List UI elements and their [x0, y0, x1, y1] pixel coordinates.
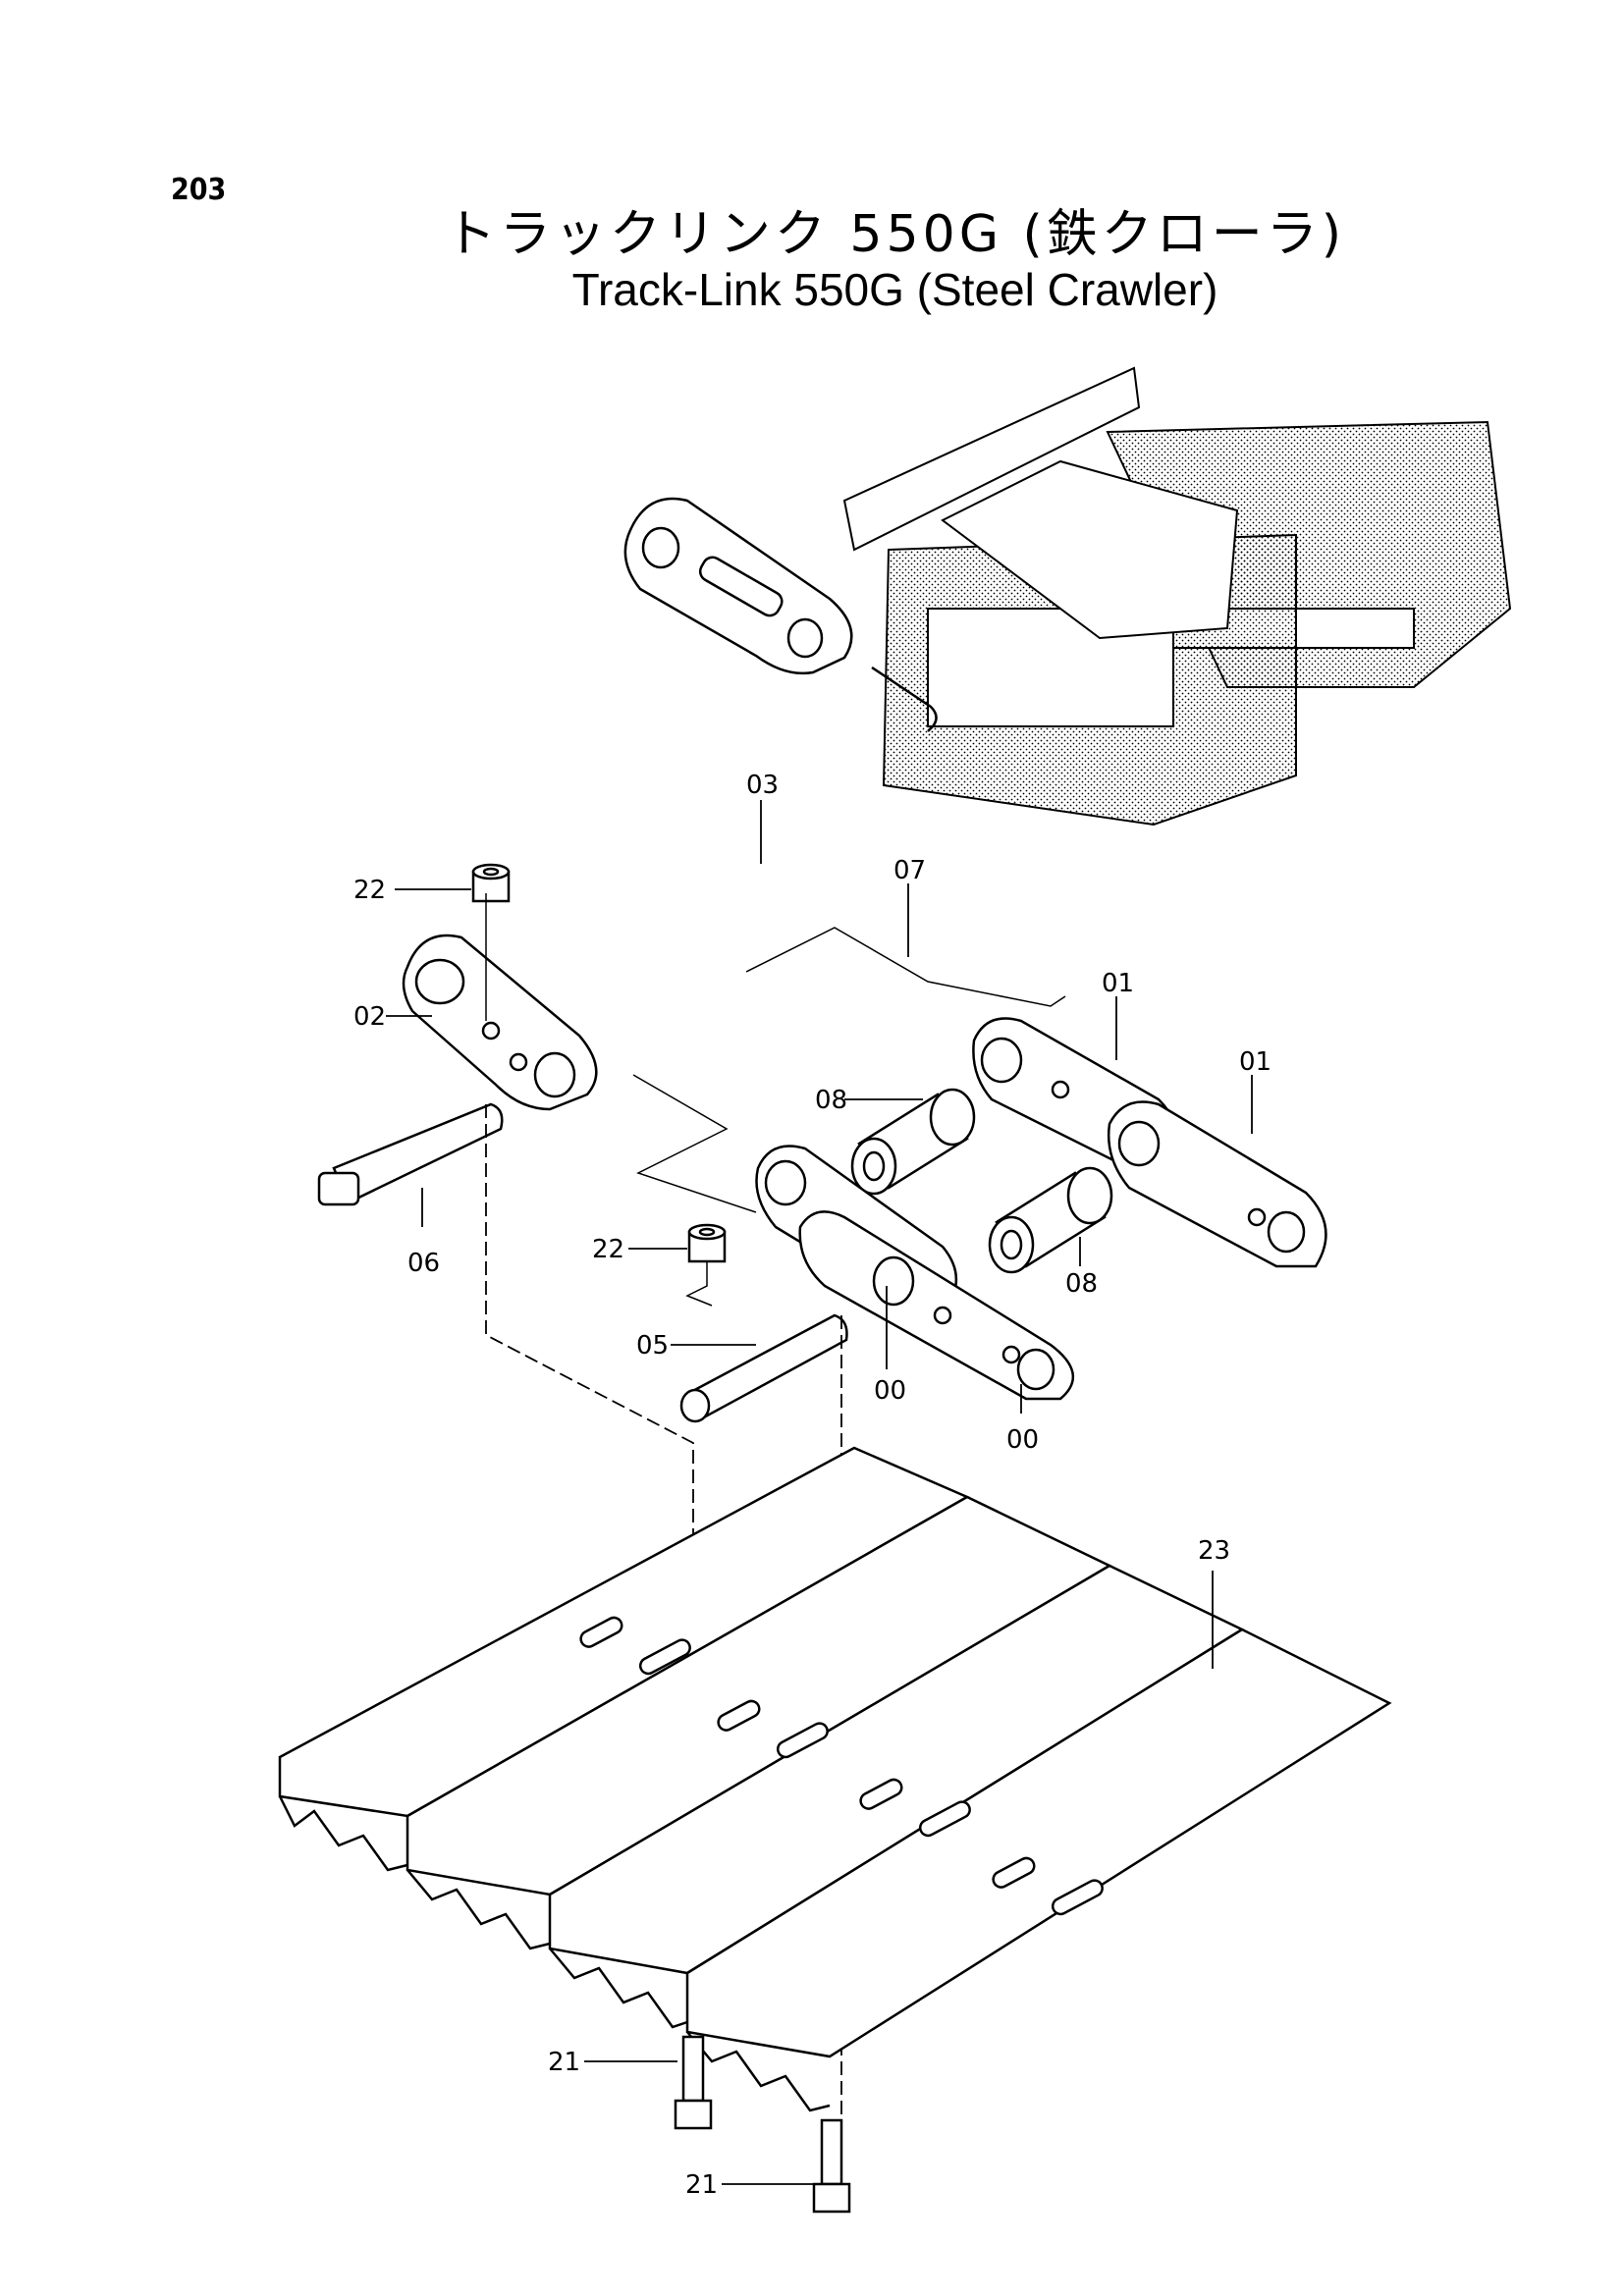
callout-21-left: 21 — [548, 2048, 580, 2077]
nut-22-upper — [471, 863, 511, 903]
callout-22-lower: 22 — [592, 1235, 624, 1264]
callout-01-b: 01 — [1239, 1047, 1271, 1077]
callout-labels: 03 07 22 02 01 01 08 06 22 08 05 00 00 2… — [353, 771, 1271, 2200]
callout-01-a: 01 — [1102, 969, 1134, 998]
track-shoe-plates-23 — [278, 1446, 1392, 2112]
callout-06: 06 — [407, 1249, 440, 1278]
callout-00-a: 00 — [874, 1376, 906, 1406]
cotter-pin-07 — [871, 666, 938, 732]
track-link-02 — [402, 934, 598, 1111]
track-link-01-b — [1108, 1100, 1327, 1268]
bolt-21-right — [812, 2118, 851, 2214]
nut-22-lower — [687, 1223, 727, 1263]
assembly-guide-lines — [485, 893, 1066, 1307]
callout-03: 03 — [746, 771, 779, 800]
callout-leaders — [386, 800, 1253, 2185]
callout-05: 05 — [636, 1331, 669, 1361]
callout-02: 02 — [353, 1002, 386, 1032]
callout-08-lower: 08 — [1065, 1269, 1098, 1299]
track-link-03 — [623, 497, 853, 675]
callout-00-b: 00 — [1006, 1425, 1039, 1455]
callout-22-upper: 22 — [353, 876, 386, 905]
callout-23: 23 — [1198, 1536, 1230, 1566]
callout-07: 07 — [893, 856, 926, 885]
bushing-08-upper — [850, 1088, 976, 1196]
callout-08-upper: 08 — [815, 1086, 847, 1115]
page-title-english: Track-Link 550G (Steel Crawler) — [571, 264, 1218, 315]
page-number: 203 — [171, 173, 227, 207]
track-link-00-b — [798, 1210, 1075, 1401]
bolt-21-left — [674, 2035, 713, 2130]
pin-05 — [679, 1313, 848, 1423]
bushing-08-lower — [988, 1166, 1113, 1274]
undercarriage-overview-illustration — [842, 366, 1512, 827]
page-title-japanese: トラックリンク 550G (鉄クローラ) — [444, 205, 1346, 264]
pin-06 — [317, 1102, 504, 1206]
callout-21-right: 21 — [685, 2170, 718, 2200]
